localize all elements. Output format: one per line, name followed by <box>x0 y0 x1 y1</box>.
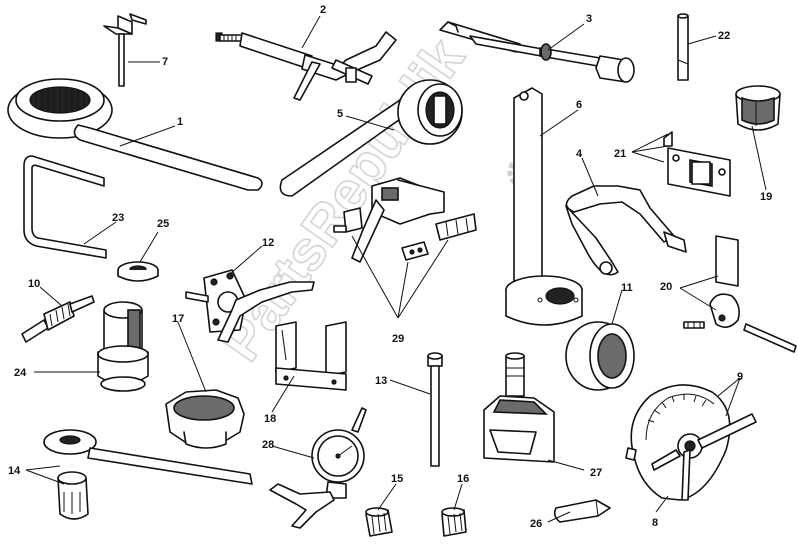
part-label-15: 15 <box>391 473 403 485</box>
part-7-bent-pin <box>103 13 147 87</box>
part-label-25: 25 <box>157 218 169 230</box>
part-label-4: 4 <box>576 148 583 160</box>
part-label-26: 26 <box>530 518 542 530</box>
part-label-24: 24 <box>14 367 27 379</box>
part-label-17: 17 <box>172 313 184 325</box>
part-label-7: 7 <box>162 56 168 68</box>
part-25-split-washer <box>117 261 159 282</box>
part-label-3: 3 <box>586 13 592 25</box>
part-28-dial-gauge <box>269 407 367 529</box>
part-1-ring-nut-wrench <box>7 78 263 191</box>
part-label-23: 23 <box>112 212 124 224</box>
part-label-19: 19 <box>760 191 772 203</box>
part-label-5: 5 <box>337 108 343 120</box>
part-label-18: 18 <box>264 413 276 425</box>
part-21-clamp-block <box>663 131 731 197</box>
part-2-puller <box>215 31 397 101</box>
part-16-knurled-plug <box>441 507 467 537</box>
part-13-long-pin <box>427 352 443 467</box>
part-14-pin-wrench <box>43 429 253 520</box>
leader-lines <box>25 15 767 523</box>
part-label-1: 1 <box>177 116 183 128</box>
part-label-28: 28 <box>262 439 274 451</box>
part-label-22: 22 <box>718 30 730 42</box>
part-12-flange-holder <box>185 269 315 343</box>
part-4-cranked-lever <box>565 185 687 276</box>
part-19-split-bushing <box>735 85 781 131</box>
part-23-bent-rod <box>23 155 107 259</box>
part-label-20: 20 <box>660 281 672 293</box>
part-number-labels: 1 2 3 4 5 6 7 8 9 10 11 12 13 14 15 16 1… <box>8 4 772 530</box>
part-17-octagonal-socket <box>165 389 245 449</box>
part-24-stepped-adapter <box>97 301 149 392</box>
part-27-bell-housing-tool <box>483 352 555 463</box>
part-22-short-pin <box>677 13 689 81</box>
part-label-12: 12 <box>262 237 274 249</box>
part-6-long-spanner <box>505 87 583 326</box>
part-18-gauge-bracket <box>275 321 347 391</box>
part-26-tapered-pin <box>553 499 611 523</box>
part-label-11: 11 <box>621 282 633 294</box>
part-20-plate-and-clamp <box>683 235 797 353</box>
part-10-drift-punch <box>21 295 95 343</box>
part-3-rod-with-sleeve <box>439 21 635 83</box>
part-label-27: 27 <box>590 467 602 479</box>
part-15-knurled-plug <box>365 507 393 537</box>
part-label-16: 16 <box>457 473 469 485</box>
part-9-degree-wheel <box>625 384 757 501</box>
part-label-8: 8 <box>652 517 658 529</box>
part-label-6: 6 <box>576 99 582 111</box>
part-label-13: 13 <box>375 375 387 387</box>
part-29-chain-tool-kit <box>333 177 477 263</box>
part-label-21: 21 <box>614 148 626 160</box>
part-label-9: 9 <box>737 371 743 383</box>
part-5-bearing-drift <box>279 79 463 197</box>
part-label-2: 2 <box>320 4 326 16</box>
part-11-bearing-ring <box>565 321 635 391</box>
part-label-10: 10 <box>28 278 40 290</box>
part-label-14: 14 <box>8 465 21 477</box>
part-label-29: 29 <box>392 333 404 345</box>
